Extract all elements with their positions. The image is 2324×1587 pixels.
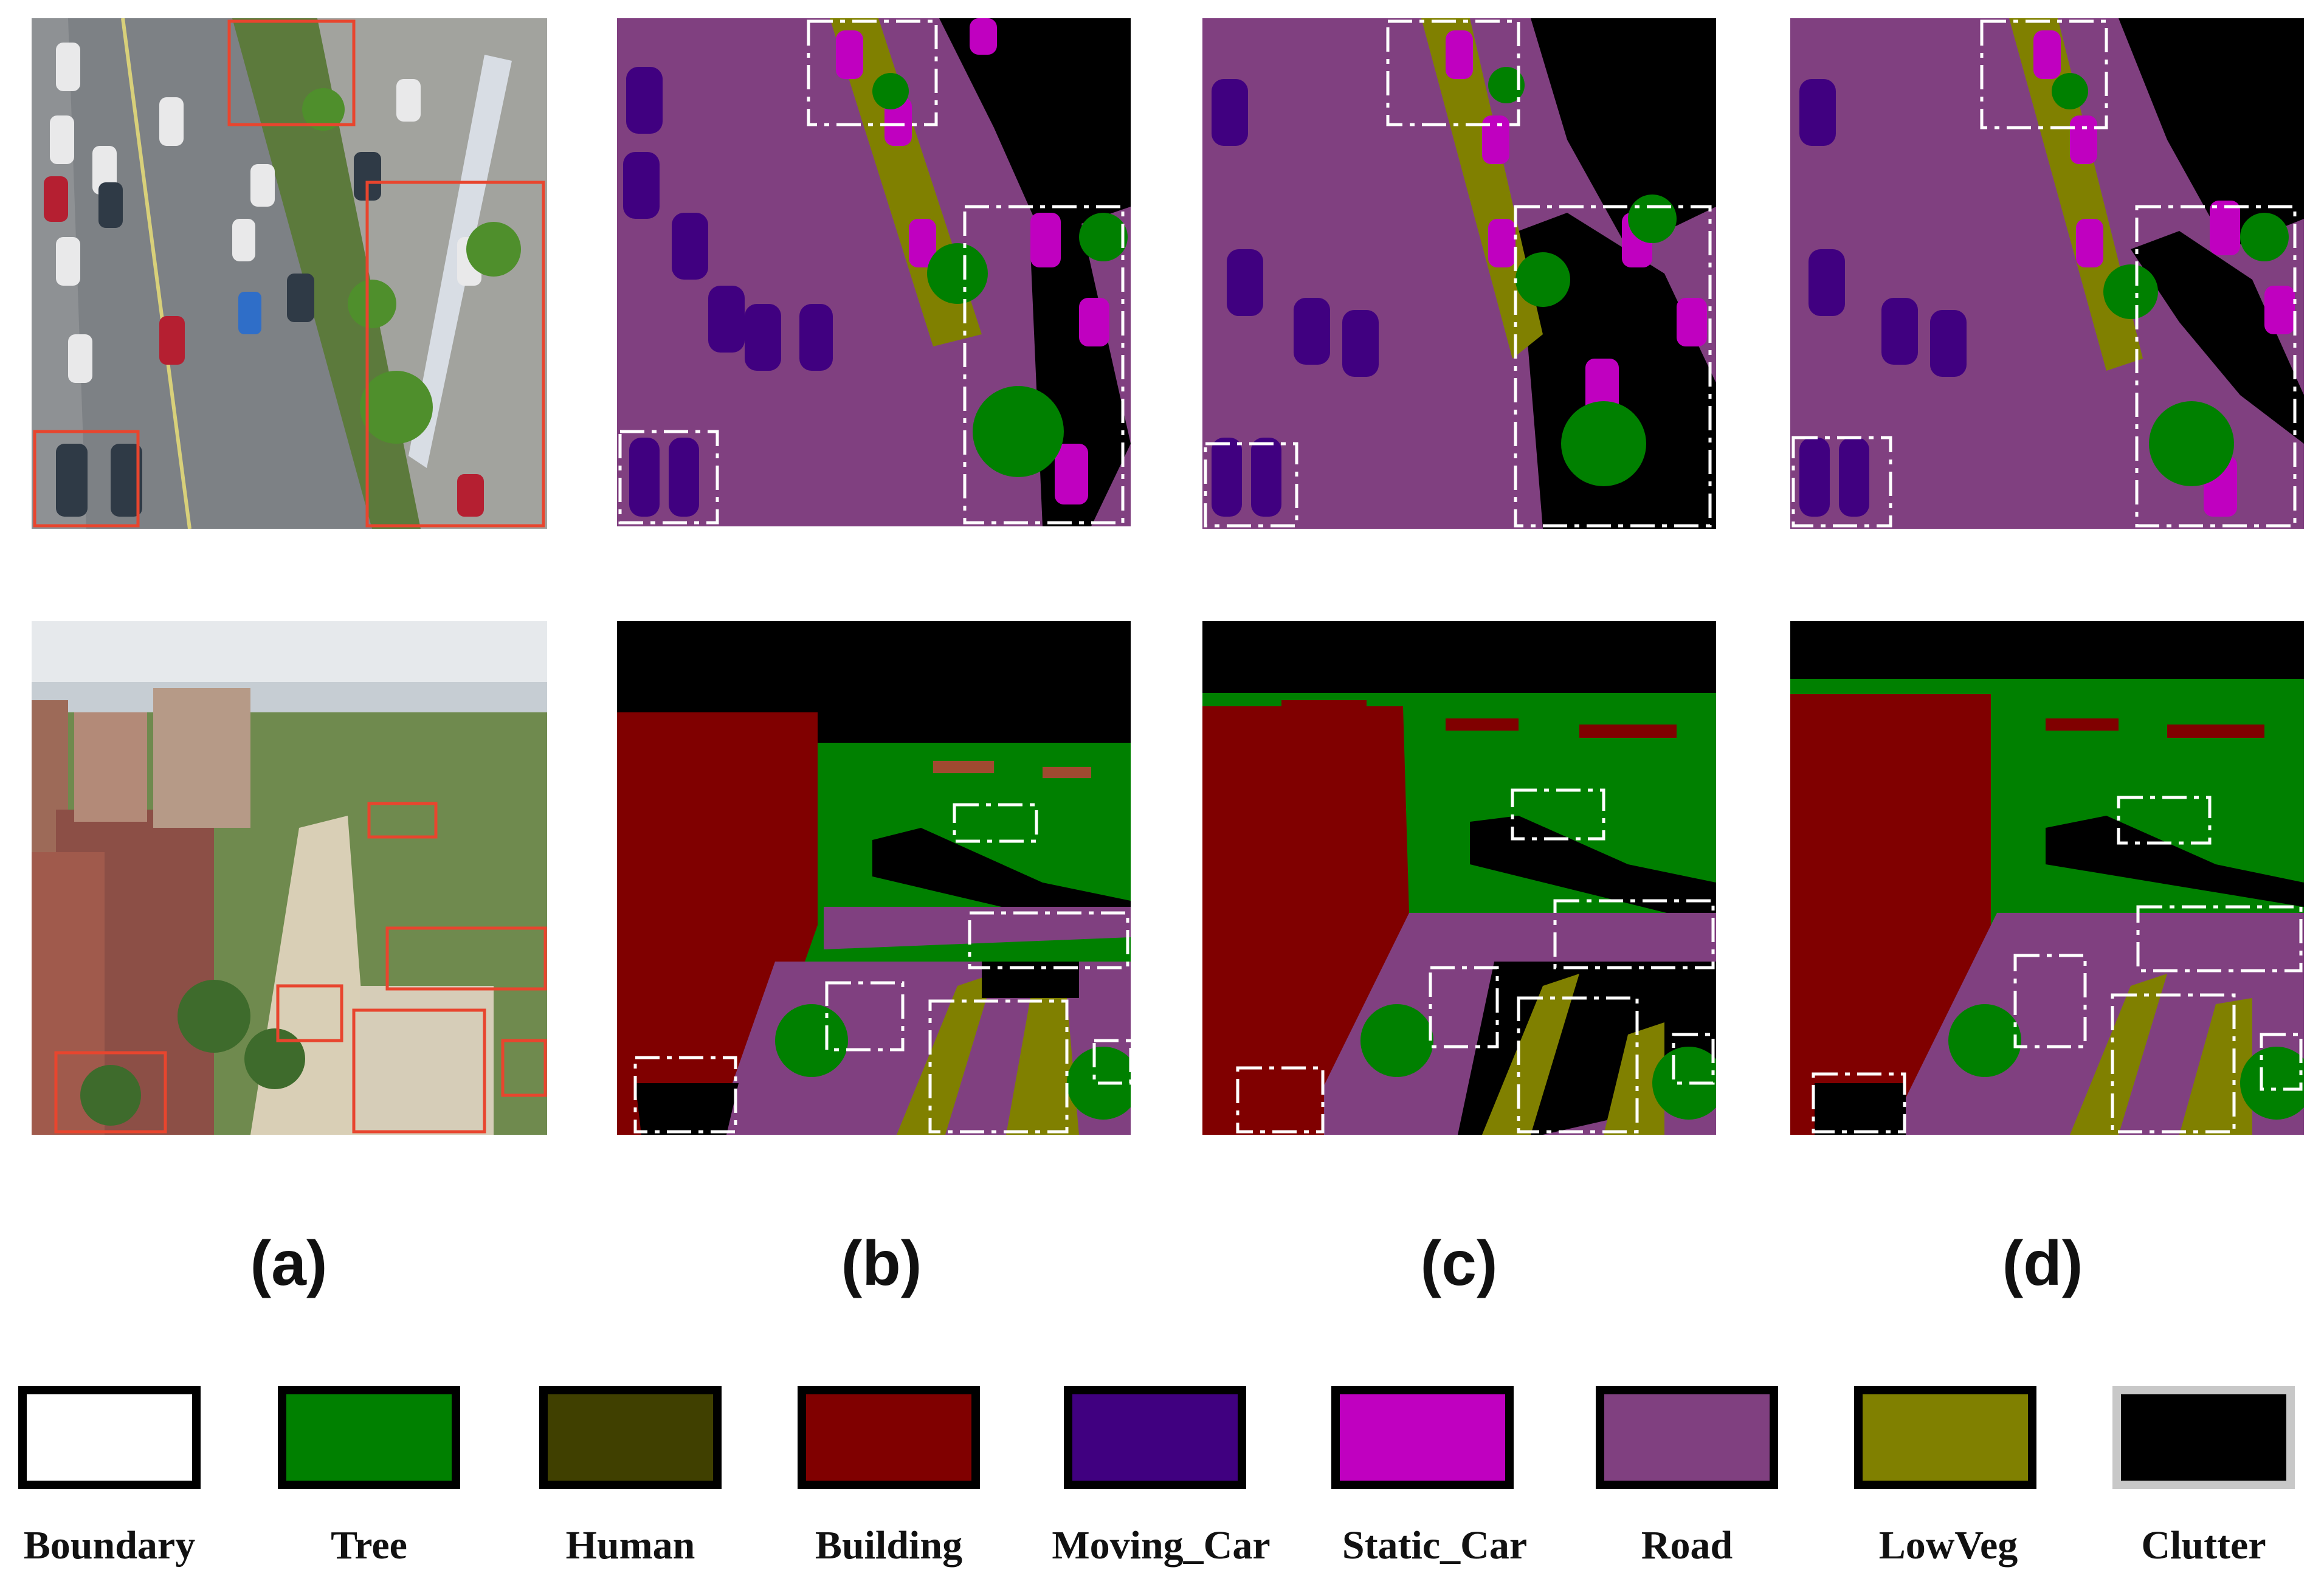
segmentation-map-d-row1 bbox=[1790, 18, 2304, 529]
legend-swatch-lowveg bbox=[1854, 1386, 2036, 1489]
panel-label-b: (b) bbox=[841, 1228, 922, 1299]
segmentation-map-c-row2 bbox=[1202, 621, 1716, 1135]
segmentation-map-c-row1 bbox=[1202, 18, 1716, 529]
panel-label-d: (d) bbox=[2002, 1228, 2083, 1299]
legend-swatch-clutter bbox=[2112, 1386, 2295, 1489]
legend-label-lowveg: LowVeg bbox=[1878, 1523, 2018, 1568]
legend-swatch-static-car bbox=[1331, 1386, 1514, 1489]
legend-label-tree: Tree bbox=[331, 1523, 407, 1568]
legend-label-road: Road bbox=[1641, 1523, 1733, 1568]
photo-row2 bbox=[32, 621, 547, 1135]
legend-swatch-building bbox=[798, 1386, 980, 1489]
legend-label-boundary: Boundary bbox=[23, 1523, 196, 1568]
legend-label-human: Human bbox=[565, 1523, 695, 1568]
photo-row1 bbox=[32, 18, 547, 529]
legend-label-building: Building bbox=[815, 1523, 963, 1568]
segmentation-map-b-row1 bbox=[617, 18, 1131, 526]
legend-swatch-tree bbox=[278, 1386, 460, 1489]
legend-label-static-car: Static_Car bbox=[1342, 1523, 1528, 1568]
legend-label-moving-car: Moving_Car bbox=[1052, 1523, 1271, 1568]
legend-swatch-human bbox=[539, 1386, 722, 1489]
legend-swatch-boundary bbox=[18, 1386, 201, 1489]
legend-swatch-moving-car bbox=[1064, 1386, 1246, 1489]
panel-label-c: (c) bbox=[1420, 1228, 1498, 1299]
legend-label-clutter: Clutter bbox=[2141, 1523, 2266, 1568]
panel-label-a: (a) bbox=[250, 1228, 328, 1299]
segmentation-map-d-row2 bbox=[1790, 621, 2304, 1135]
segmentation-map-b-row2 bbox=[617, 621, 1131, 1135]
legend-swatch-road bbox=[1596, 1386, 1778, 1489]
